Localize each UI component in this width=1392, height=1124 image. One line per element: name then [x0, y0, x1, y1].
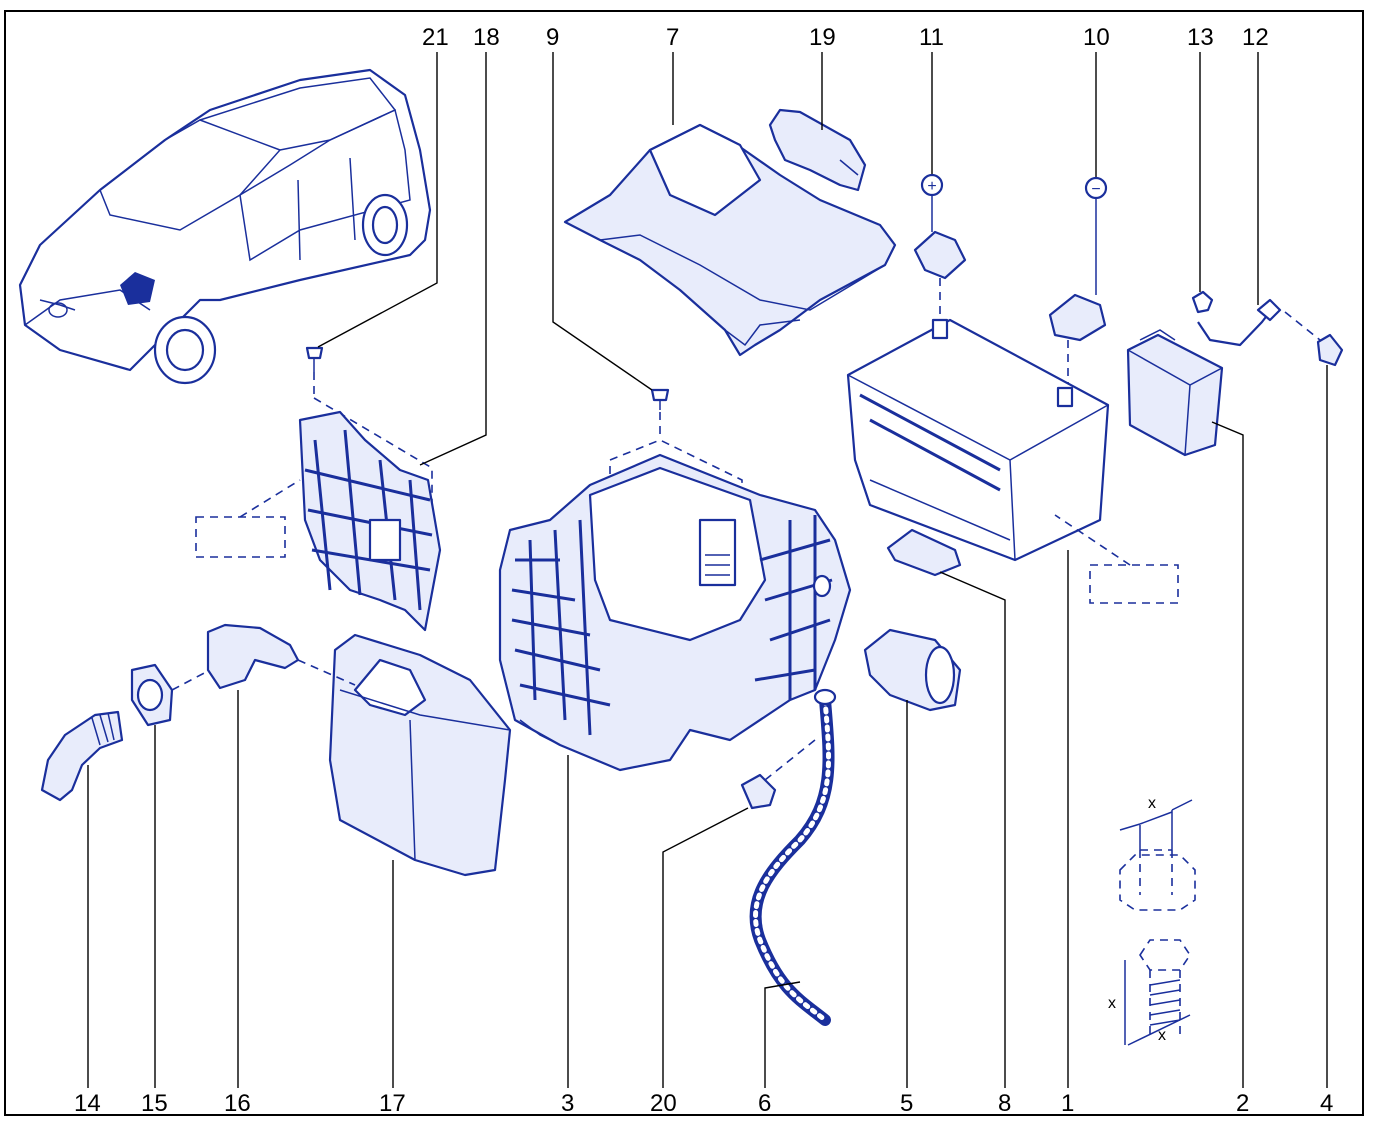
dimension-x-nut: x	[1148, 795, 1156, 812]
leader-lines	[87, 52, 1328, 1088]
part-12-ground-cable	[1197, 298, 1282, 347]
dimension-x-bolt-diameter: x	[1158, 1027, 1166, 1044]
diagram-frame	[4, 10, 1364, 1116]
part-1-battery	[846, 318, 1110, 562]
callout-1: 1	[1061, 1090, 1075, 1117]
callout-20: 20	[650, 1090, 677, 1117]
part-16-intake-elbow	[206, 623, 300, 690]
callout-2: 2	[1236, 1090, 1250, 1117]
callout-13: 13	[1187, 24, 1214, 51]
callout-14: 14	[74, 1090, 101, 1117]
part-15-intake-flange	[130, 663, 174, 727]
part-13-nut	[1191, 290, 1214, 314]
callout-21: 21	[422, 24, 449, 51]
part-11-positive-clamp	[913, 230, 967, 280]
callout-12: 12	[1242, 24, 1269, 51]
callout-6: 6	[758, 1090, 772, 1117]
callout-11: 11	[919, 24, 944, 51]
positive-sign: +	[927, 178, 936, 195]
part-7-battery-cover	[563, 123, 897, 357]
callout-4: 4	[1320, 1090, 1334, 1117]
part-8-hold-down	[886, 528, 962, 577]
part-14-intake-hose	[40, 710, 124, 802]
negative-terminal-symbol: −	[1084, 176, 1108, 200]
callout-16: 16	[224, 1090, 251, 1117]
callout-10: 10	[1083, 24, 1110, 51]
part-19-cover-flap	[768, 108, 867, 192]
vehicle-illustration	[18, 68, 432, 385]
callout-3: 3	[561, 1090, 575, 1117]
callout-7: 7	[666, 24, 680, 51]
callout-8: 8	[998, 1090, 1012, 1117]
bolt-dimension-detail	[1124, 939, 1191, 1046]
part-5-sleeve	[863, 628, 962, 712]
part-20-grommet	[740, 773, 777, 810]
part-18-bracket	[298, 410, 442, 632]
nut-dimension-detail	[1119, 799, 1196, 911]
part-3-battery-tray	[498, 453, 852, 772]
callout-5: 5	[900, 1090, 914, 1117]
callout-18: 18	[473, 24, 500, 51]
callout-19: 19	[809, 24, 836, 51]
dimension-x-bolt-height: x	[1108, 995, 1116, 1012]
callout-9: 9	[546, 24, 560, 51]
part-6-vent-hose	[749, 688, 837, 1026]
part-10-negative-clamp	[1048, 293, 1107, 342]
part-21-clip	[305, 346, 324, 372]
positive-terminal-symbol: +	[920, 173, 944, 197]
part-17-air-duct-box	[328, 633, 512, 877]
negative-sign: −	[1091, 181, 1100, 198]
callout-15: 15	[141, 1090, 168, 1117]
part-4-bracket	[1316, 333, 1344, 367]
part-2-electronic-module	[1126, 329, 1224, 457]
callout-17: 17	[379, 1090, 406, 1117]
part-9-clip	[650, 388, 670, 410]
